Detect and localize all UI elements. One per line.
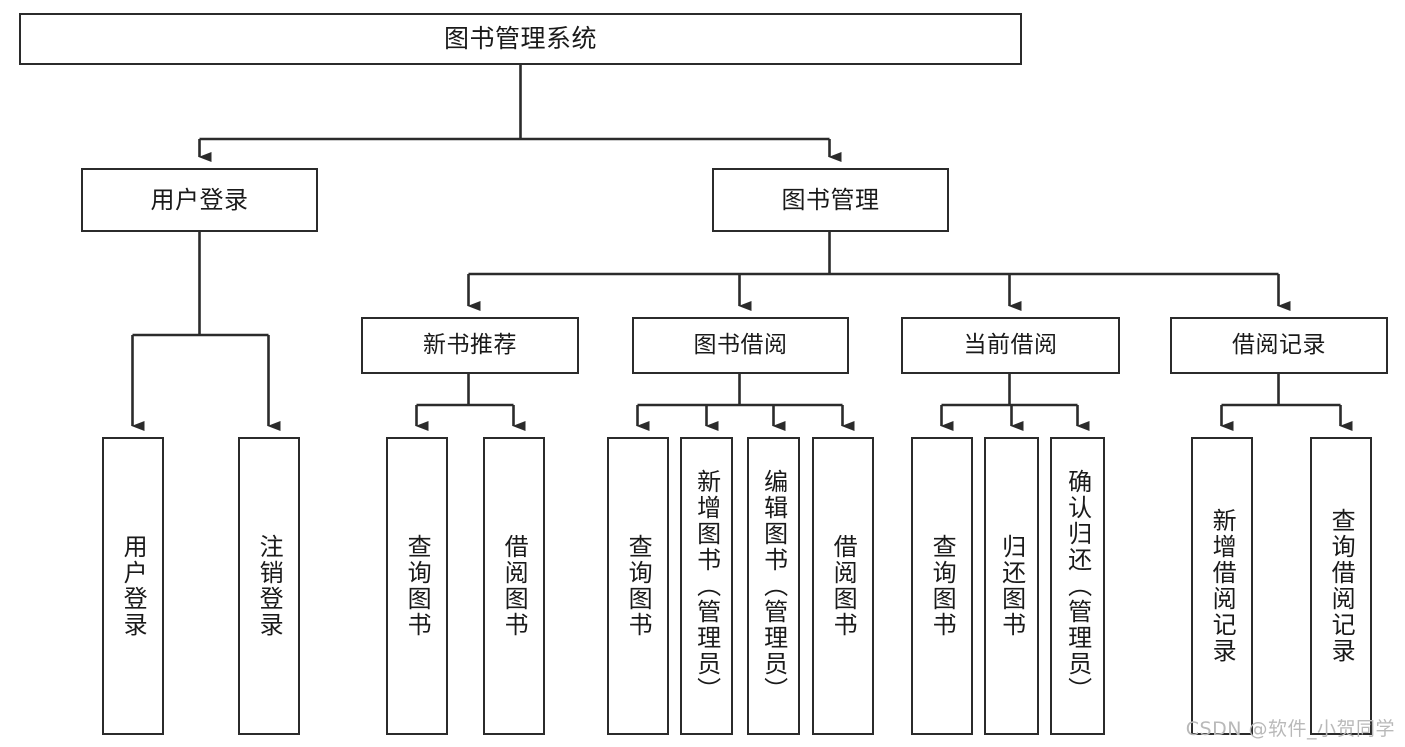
node-leaf-add-borrow-record-label: 新增借阅记录 (1208, 508, 1237, 664)
node-new-book-recommendation-label: 新书推荐 (423, 331, 517, 358)
node-book-management-label: 图书管理 (781, 185, 880, 214)
node-leaf-user-login[interactable]: 用户登录 (102, 437, 164, 735)
node-leaf-logout[interactable]: 注销登录 (238, 437, 300, 735)
node-leaf-logout-label: 注销登录 (255, 534, 284, 638)
node-root-book-management-system[interactable]: 图书管理系统 (19, 13, 1022, 65)
node-leaf-edit-book-admin-label: 编辑图书（管理员） (759, 469, 788, 703)
node-leaf-add-book-admin[interactable]: 新增图书（管理员） (680, 437, 733, 735)
node-leaf-edit-book-admin[interactable]: 编辑图书（管理员） (747, 437, 800, 735)
node-leaf-query-book-borrow-label: 查询图书 (624, 534, 653, 638)
node-book-borrowing-label: 图书借阅 (693, 331, 788, 358)
node-borrowing-record-label: 借阅记录 (1232, 331, 1326, 358)
node-leaf-query-book-current[interactable]: 查询图书 (911, 437, 973, 735)
node-leaf-query-book-borrow[interactable]: 查询图书 (607, 437, 669, 735)
node-current-borrowing-label: 当前借阅 (963, 331, 1058, 358)
node-book-management[interactable]: 图书管理 (712, 168, 949, 232)
node-leaf-query-book-current-label: 查询图书 (928, 534, 957, 638)
node-leaf-return-book[interactable]: 归还图书 (984, 437, 1039, 735)
node-leaf-add-book-admin-label: 新增图书（管理员） (692, 469, 721, 703)
node-leaf-user-login-label: 用户登录 (119, 534, 148, 638)
node-current-borrowing[interactable]: 当前借阅 (901, 317, 1120, 374)
node-borrowing-record[interactable]: 借阅记录 (1170, 317, 1388, 374)
node-leaf-query-book-rec[interactable]: 查询图书 (386, 437, 448, 735)
node-leaf-borrow-book-rec[interactable]: 借阅图书 (483, 437, 545, 735)
node-root-label: 图书管理系统 (443, 24, 597, 53)
node-leaf-query-borrow-record-label: 查询借阅记录 (1327, 508, 1356, 664)
node-leaf-add-borrow-record[interactable]: 新增借阅记录 (1191, 437, 1253, 735)
node-book-borrowing[interactable]: 图书借阅 (632, 317, 849, 374)
node-new-book-recommendation[interactable]: 新书推荐 (361, 317, 579, 374)
node-user-login[interactable]: 用户登录 (81, 168, 318, 232)
node-leaf-confirm-return-admin-label: 确认归还（管理员） (1063, 469, 1092, 703)
node-leaf-return-book-label: 归还图书 (997, 534, 1026, 638)
csdn-watermark: CSDN @软件_小贺同学 (1185, 718, 1395, 740)
node-leaf-confirm-return-admin[interactable]: 确认归还（管理员） (1050, 437, 1105, 735)
node-user-login-label: 用户登录 (150, 185, 249, 214)
node-leaf-query-borrow-record[interactable]: 查询借阅记录 (1310, 437, 1372, 735)
node-leaf-borrow-book[interactable]: 借阅图书 (812, 437, 874, 735)
node-leaf-borrow-book-label: 借阅图书 (829, 534, 858, 638)
node-leaf-query-book-rec-label: 查询图书 (403, 534, 432, 638)
node-leaf-borrow-book-rec-label: 借阅图书 (500, 534, 529, 638)
